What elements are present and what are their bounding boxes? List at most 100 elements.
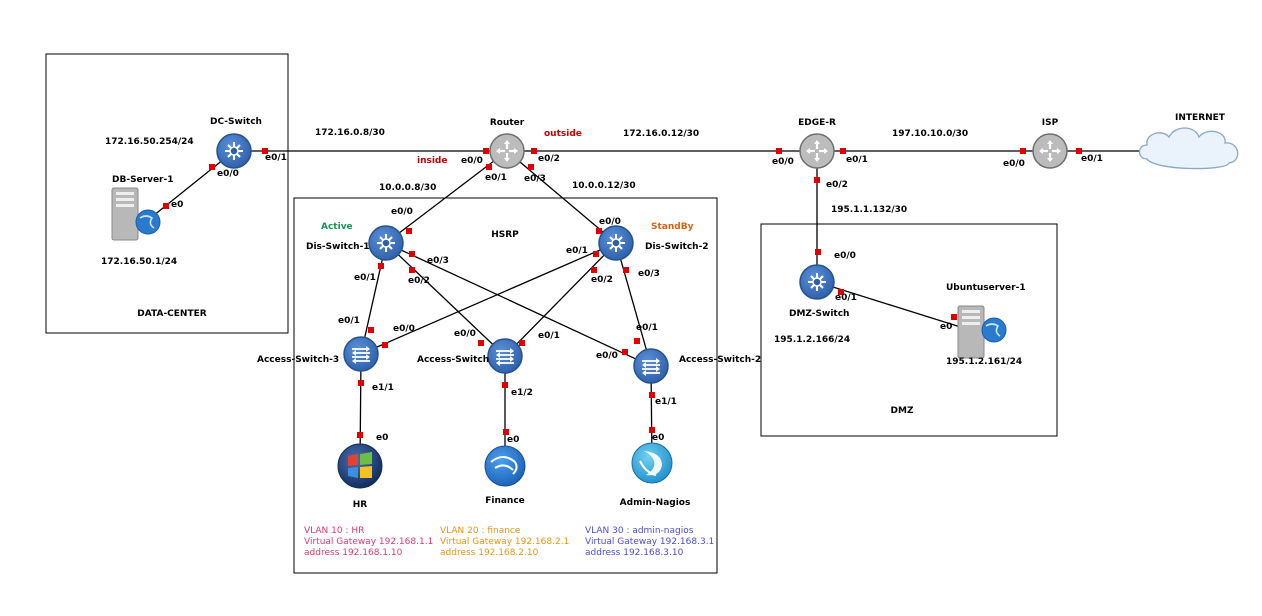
dmz-switch-ip-label: 195.1.2.166/24 (774, 335, 850, 345)
access-switch-3-icon[interactable] (343, 336, 379, 372)
net-edge-dmz-label: 195.1.1.132/30 (831, 205, 907, 215)
edge-r-label: EDGE-R (798, 118, 836, 128)
port-labels: e0/1 e0/0 e0 e0/0 e0/2 e0/1 e0/3 e0/0 e0… (171, 153, 1103, 445)
port-label: e0/3 (524, 174, 546, 184)
vlan30-line2: Virtual Gateway 192.168.3.1 (585, 537, 714, 547)
vlan30-line3: address 192.168.3.10 (585, 548, 684, 558)
outside-label: outside (544, 129, 582, 139)
dc-switch-label: DC-Switch (210, 117, 262, 127)
port-label: e0/3 (638, 269, 660, 279)
network-labels: 172.16.50.254/24 172.16.50.1/24 172.16.0… (101, 128, 1022, 367)
port-label: e0/2 (591, 275, 613, 285)
vlan-info: VLAN 10 : HR Virtual Gateway 192.168.1.1… (304, 526, 714, 558)
port-label: e0/0 (834, 251, 856, 261)
isp-router-icon[interactable] (1032, 133, 1068, 169)
admin-nagios-label: Admin-Nagios (620, 498, 691, 508)
net-dis1-label: 10.0.0.8/30 (379, 183, 436, 193)
router-icon[interactable] (489, 133, 525, 169)
standby-label: StandBy (651, 222, 694, 232)
windows-pc-icon[interactable] (337, 443, 383, 489)
access-switch-2-icon[interactable] (633, 348, 669, 384)
vlan10-line3: address 192.168.1.10 (304, 548, 403, 558)
dis-switch-2-icon[interactable] (598, 225, 634, 261)
router-label: Router (490, 118, 525, 128)
dc-switch-icon[interactable] (216, 133, 252, 169)
access-switch-3-label: Access-Switch-3 (257, 355, 339, 365)
ubuntuserver-label: Ubuntuserver-1 (946, 283, 1026, 293)
dmz-switch-icon[interactable] (799, 264, 835, 300)
dis-switch-1-label: Dis-Switch-1 (306, 242, 370, 252)
dmz-label: DMZ (891, 406, 914, 416)
port-label: e0/0 (596, 351, 618, 361)
dis-switch-1-icon[interactable] (368, 225, 404, 261)
port-label: e0/1 (835, 293, 857, 303)
port-label: e0/0 (772, 157, 794, 167)
port-label: e0/0 (1003, 159, 1025, 169)
access-switch-2-label: Access-Switch-2 (679, 355, 761, 365)
port-label: e1/1 (655, 397, 677, 407)
vlan20-line3: address 192.168.2.10 (440, 548, 539, 558)
links (147, 150, 1150, 467)
db-ip-label: 172.16.50.1/24 (101, 257, 177, 267)
port-label: e1/2 (511, 388, 533, 398)
hsrp-label: HSRP (491, 230, 519, 240)
vlan10-line1: VLAN 10 : HR (304, 526, 364, 536)
device-labels: DC-Switch DB-Server-1 Router EDGE-R ISP … (112, 113, 1226, 510)
link-router-dis2 (506, 150, 617, 244)
link-dis1-acc (385, 242, 506, 357)
port-label: e0/0 (599, 217, 621, 227)
port-label: e0/1 (636, 323, 658, 333)
link-dis2-acc3 (360, 242, 617, 355)
port-label: e0/1 (354, 273, 376, 283)
link-db-dc (147, 150, 235, 221)
port-label: e0/1 (485, 173, 507, 183)
hr-label: HR (353, 500, 368, 510)
port-label: e0/1 (566, 246, 588, 256)
net-edge-isp-label: 197.10.10.0/30 (892, 129, 968, 139)
vlan30-line1: VLAN 30 : admin-nagios (585, 526, 694, 536)
vlan10-line2: Virtual Gateway 192.168.1.1 (304, 537, 433, 547)
dmz-area (760, 223, 1058, 437)
isp-label: ISP (1042, 118, 1059, 128)
port-label: e0/1 (1081, 154, 1103, 164)
port-markers (163, 148, 1082, 438)
db-server-icon[interactable] (111, 187, 161, 241)
port-label: e0 (507, 435, 519, 445)
port-label: e0/0 (217, 169, 239, 179)
ubuntu-ip-label: 195.1.2.161/24 (946, 357, 1022, 367)
link-dis1-acc3 (360, 242, 387, 355)
db-server-label: DB-Server-1 (112, 175, 174, 185)
port-label: e0/1 (538, 331, 560, 341)
link-dis2-acc2 (615, 242, 652, 367)
access-switch-icon[interactable] (487, 338, 523, 374)
port-label: e0/2 (826, 180, 848, 190)
nagios-icon[interactable] (631, 442, 673, 484)
link-dis1-acc2 (385, 242, 652, 367)
edge-router-icon[interactable] (799, 133, 835, 169)
inside-label: inside (417, 156, 447, 166)
port-label: e0 (171, 200, 183, 210)
port-label: e0/2 (408, 276, 430, 286)
port-label: e0/0 (461, 156, 483, 166)
port-label: e0/0 (454, 329, 476, 339)
dis-switch-2-label: Dis-Switch-2 (645, 242, 709, 252)
datacenter-area (45, 53, 289, 334)
hsrp-area (293, 197, 718, 574)
finance-label: Finance (485, 496, 525, 506)
port-label: e0/1 (846, 155, 868, 165)
net-dis2-label: 10.0.0.12/30 (572, 181, 636, 191)
internet-cloud-icon[interactable] (1138, 127, 1239, 170)
port-label: e0/2 (538, 154, 560, 164)
port-label: e0/1 (338, 316, 360, 326)
vlan20-line2: Virtual Gateway 192.168.2.1 (440, 537, 569, 547)
port-label: e0/0 (391, 207, 413, 217)
vlan20-line1: VLAN 20 : finance (440, 526, 521, 536)
ubuntu-server-icon[interactable] (957, 305, 1007, 359)
access-switch-label: Access-Switch (417, 355, 489, 365)
datacenter-label: DATA-CENTER (137, 309, 206, 319)
kali-linux-icon[interactable] (484, 445, 526, 487)
port-label: e1/1 (372, 383, 394, 393)
net-dc-router-label: 172.16.0.8/30 (315, 128, 385, 138)
net-router-edge-label: 172.16.0.12/30 (623, 129, 699, 139)
